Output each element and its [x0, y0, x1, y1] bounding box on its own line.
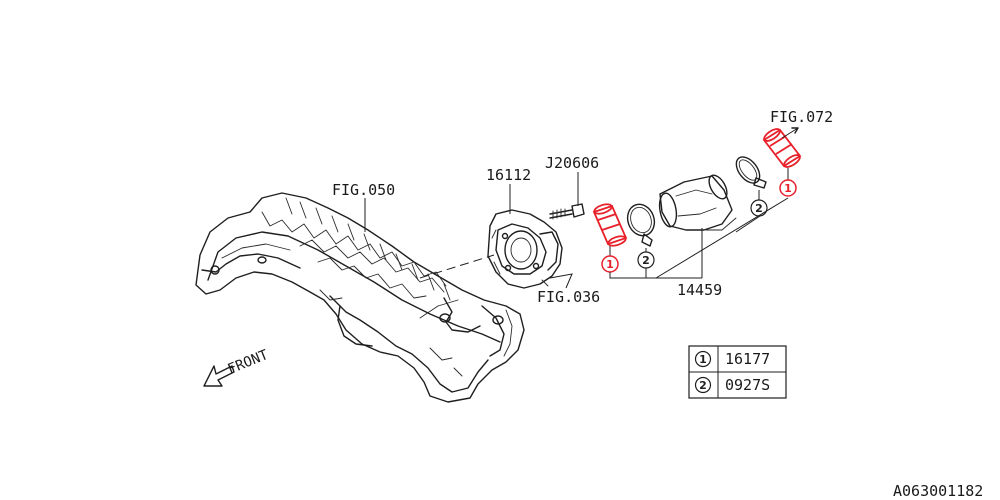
callout1-right-text: 1: [784, 182, 792, 195]
front-arrow-icon: [203, 365, 235, 387]
hose-clamp-left: [626, 203, 656, 247]
hose-clamp-right: [735, 156, 767, 189]
callout1-left-text: 1: [606, 258, 614, 271]
legend-table: 1 16177 2 0927S: [688, 345, 787, 399]
legend-part-2: 0927S: [725, 376, 770, 394]
legend-row-1: 1 16177: [694, 350, 770, 368]
diagram-code: A063001182: [893, 482, 983, 500]
bolt: [549, 203, 585, 220]
label-front: FRONT: [226, 347, 272, 378]
intake-manifold: [195, 192, 525, 403]
callout1-right: [779, 179, 797, 197]
leader-fig036: [549, 273, 573, 289]
sleeve-16177-left: [592, 203, 628, 247]
legend-key-2: [694, 376, 712, 394]
legend-key-1-text: 1: [699, 353, 707, 366]
legend-row-2: 2 0927S: [694, 376, 770, 394]
legend-key-1: [694, 350, 712, 368]
callout2-right-text: 2: [755, 202, 763, 215]
label-fig036: FIG.036: [537, 288, 600, 306]
alignment-line-throttle: [419, 254, 495, 279]
label-fig072: FIG.072: [770, 108, 833, 126]
leader-fig072: [781, 127, 799, 139]
callout2-left-text: 2: [642, 254, 650, 267]
label-16112: 16112: [486, 166, 531, 184]
bracket-14459: [609, 197, 789, 279]
arrow-fig072-icon: [791, 127, 799, 134]
throttle-body: [487, 209, 563, 289]
label-j20606: J20606: [545, 154, 599, 172]
intake-duct: [658, 174, 737, 231]
label-fig050: FIG.050: [332, 181, 395, 199]
legend-key-2-text: 2: [699, 379, 707, 392]
label-14459: 14459: [677, 281, 722, 299]
sleeve-16177-right: [762, 128, 802, 168]
front-indicator: FRONT: [203, 347, 272, 387]
legend-part-1: 16177: [725, 350, 770, 368]
